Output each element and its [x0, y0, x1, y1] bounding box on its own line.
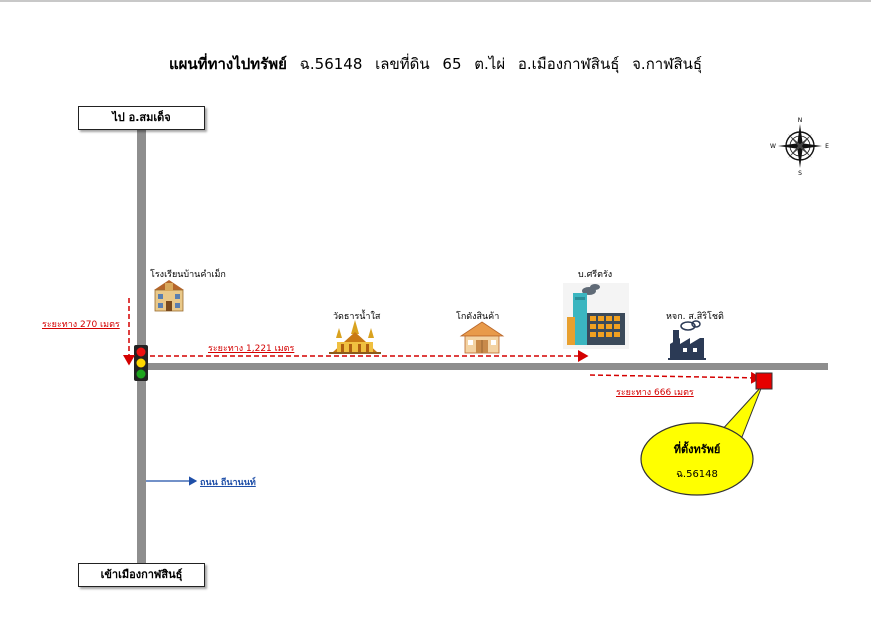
callout-bubble	[640, 422, 754, 496]
factory-icon	[563, 283, 629, 349]
compass-n: N	[798, 117, 803, 124]
compass-e: E	[825, 143, 829, 150]
school-icon	[154, 280, 184, 312]
title-deed: ฉ.56148	[299, 55, 363, 73]
temple-icon	[329, 320, 381, 354]
map-title: แผนที่ทางไปทรัพย์ ฉ.56148 เลขที่ดิน 65 ต…	[0, 52, 871, 76]
traffic-light-icon	[134, 345, 148, 381]
landmark-temple-label: วัดธารน้ำใส	[333, 312, 381, 322]
property-callout	[640, 372, 773, 496]
title-main: แผนที่ทางไปทรัพย์	[168, 55, 287, 73]
distance-666: ระยะทาง 666 เมตร	[616, 388, 694, 398]
landmark-small-factory-label: หจก. ส.สิริโชติ	[666, 312, 724, 322]
title-district: อ.เมืองกาฬสินธุ์	[517, 55, 620, 73]
warehouse-icon	[459, 321, 505, 354]
title-subdistrict: ต.ไผ่	[474, 55, 506, 73]
property-label: ที่ตั้งทรัพย์	[673, 443, 721, 456]
small-factory-icon	[668, 320, 706, 360]
compass-w: W	[770, 143, 776, 150]
title-province: จ.กาฬสินธุ์	[632, 55, 703, 73]
title-land-no: 65	[442, 55, 462, 73]
property-deed: ฉ.56148	[676, 469, 718, 480]
arrow-d3	[589, 371, 762, 384]
sign-north: ไป อ.สมเด็จ	[78, 106, 205, 130]
compass-s: S	[798, 170, 802, 177]
compass-icon: N S E W	[770, 117, 829, 177]
distance-270: ระยะทาง 270 เมตร	[42, 320, 120, 330]
sign-south: เข้าเมืองกาฬสินธุ์	[78, 563, 205, 587]
road-name-label: ถนน ถีนานนท์	[200, 478, 256, 488]
title-land-label: เลขที่ดิน	[375, 55, 430, 73]
landmark-school-label: โรงเรียนบ้านคำเม็ก	[150, 270, 226, 280]
landmark-factory-label: บ.ศรีตรัง	[578, 270, 613, 280]
top-border	[0, 0, 871, 2]
horizontal-road	[146, 363, 828, 370]
distance-1221: ระยะทาง 1,221 เมตร	[208, 344, 295, 354]
landmark-warehouse-label: โกดังสินค้า	[456, 312, 500, 322]
property-marker	[755, 372, 773, 390]
